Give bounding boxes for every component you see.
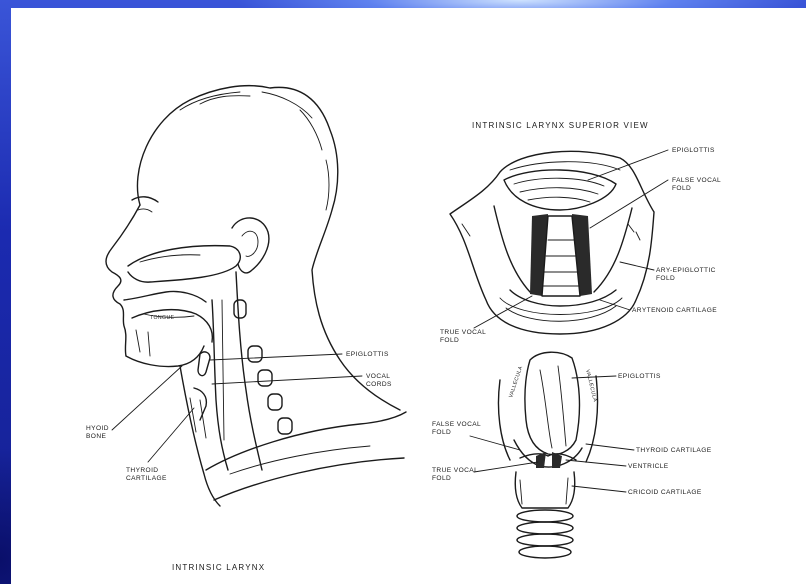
head-profile: [106, 86, 406, 506]
label-epiglottis-head: Epiglottis: [346, 351, 389, 358]
leader-ventricle: [566, 460, 626, 466]
leader-sup-epiglottis: [588, 150, 668, 180]
leader-vocal-cords: [212, 376, 362, 384]
leader-cricoid-cartilage: [572, 486, 626, 492]
label-cricoid-cartilage: Cricoid Cartilage: [628, 489, 702, 496]
label-post-thyroid-cartilage: Thyroid Cartilage: [636, 447, 712, 454]
leader-ary-epiglottic-fold: [620, 262, 654, 270]
leader-post-true-vocal-fold: [474, 462, 538, 472]
label-arytenoid-cartilage: Arytenoid Cartilage: [632, 307, 717, 314]
leader-post-thyroid-cartilage: [586, 444, 634, 450]
leader-arytenoid-cartilage: [600, 300, 630, 310]
leader-post-false-vocal-fold: [470, 436, 520, 450]
caption-intrinsic-larynx: Intrinsic Larynx: [172, 563, 265, 572]
label-vallecula-right: Vallecula: [584, 369, 598, 403]
leader-hyoid-bone: [112, 366, 182, 430]
label-vallecula-left: Vallecula: [508, 365, 524, 399]
superior-view-larynx: [450, 151, 654, 334]
label-post-epiglottis: Epiglottis: [618, 373, 661, 380]
title-superior-view: Intrinsic Larynx Superior View: [472, 121, 649, 130]
label-sup-epiglottis: Epiglottis: [672, 147, 715, 154]
leader-thyroid-cartilage: [148, 408, 194, 462]
label-ventricle: Ventricle: [628, 463, 669, 470]
leader-post-epiglottis: [572, 376, 616, 378]
leader-epiglottis: [210, 354, 342, 360]
label-tongue: Tongue: [150, 315, 175, 321]
